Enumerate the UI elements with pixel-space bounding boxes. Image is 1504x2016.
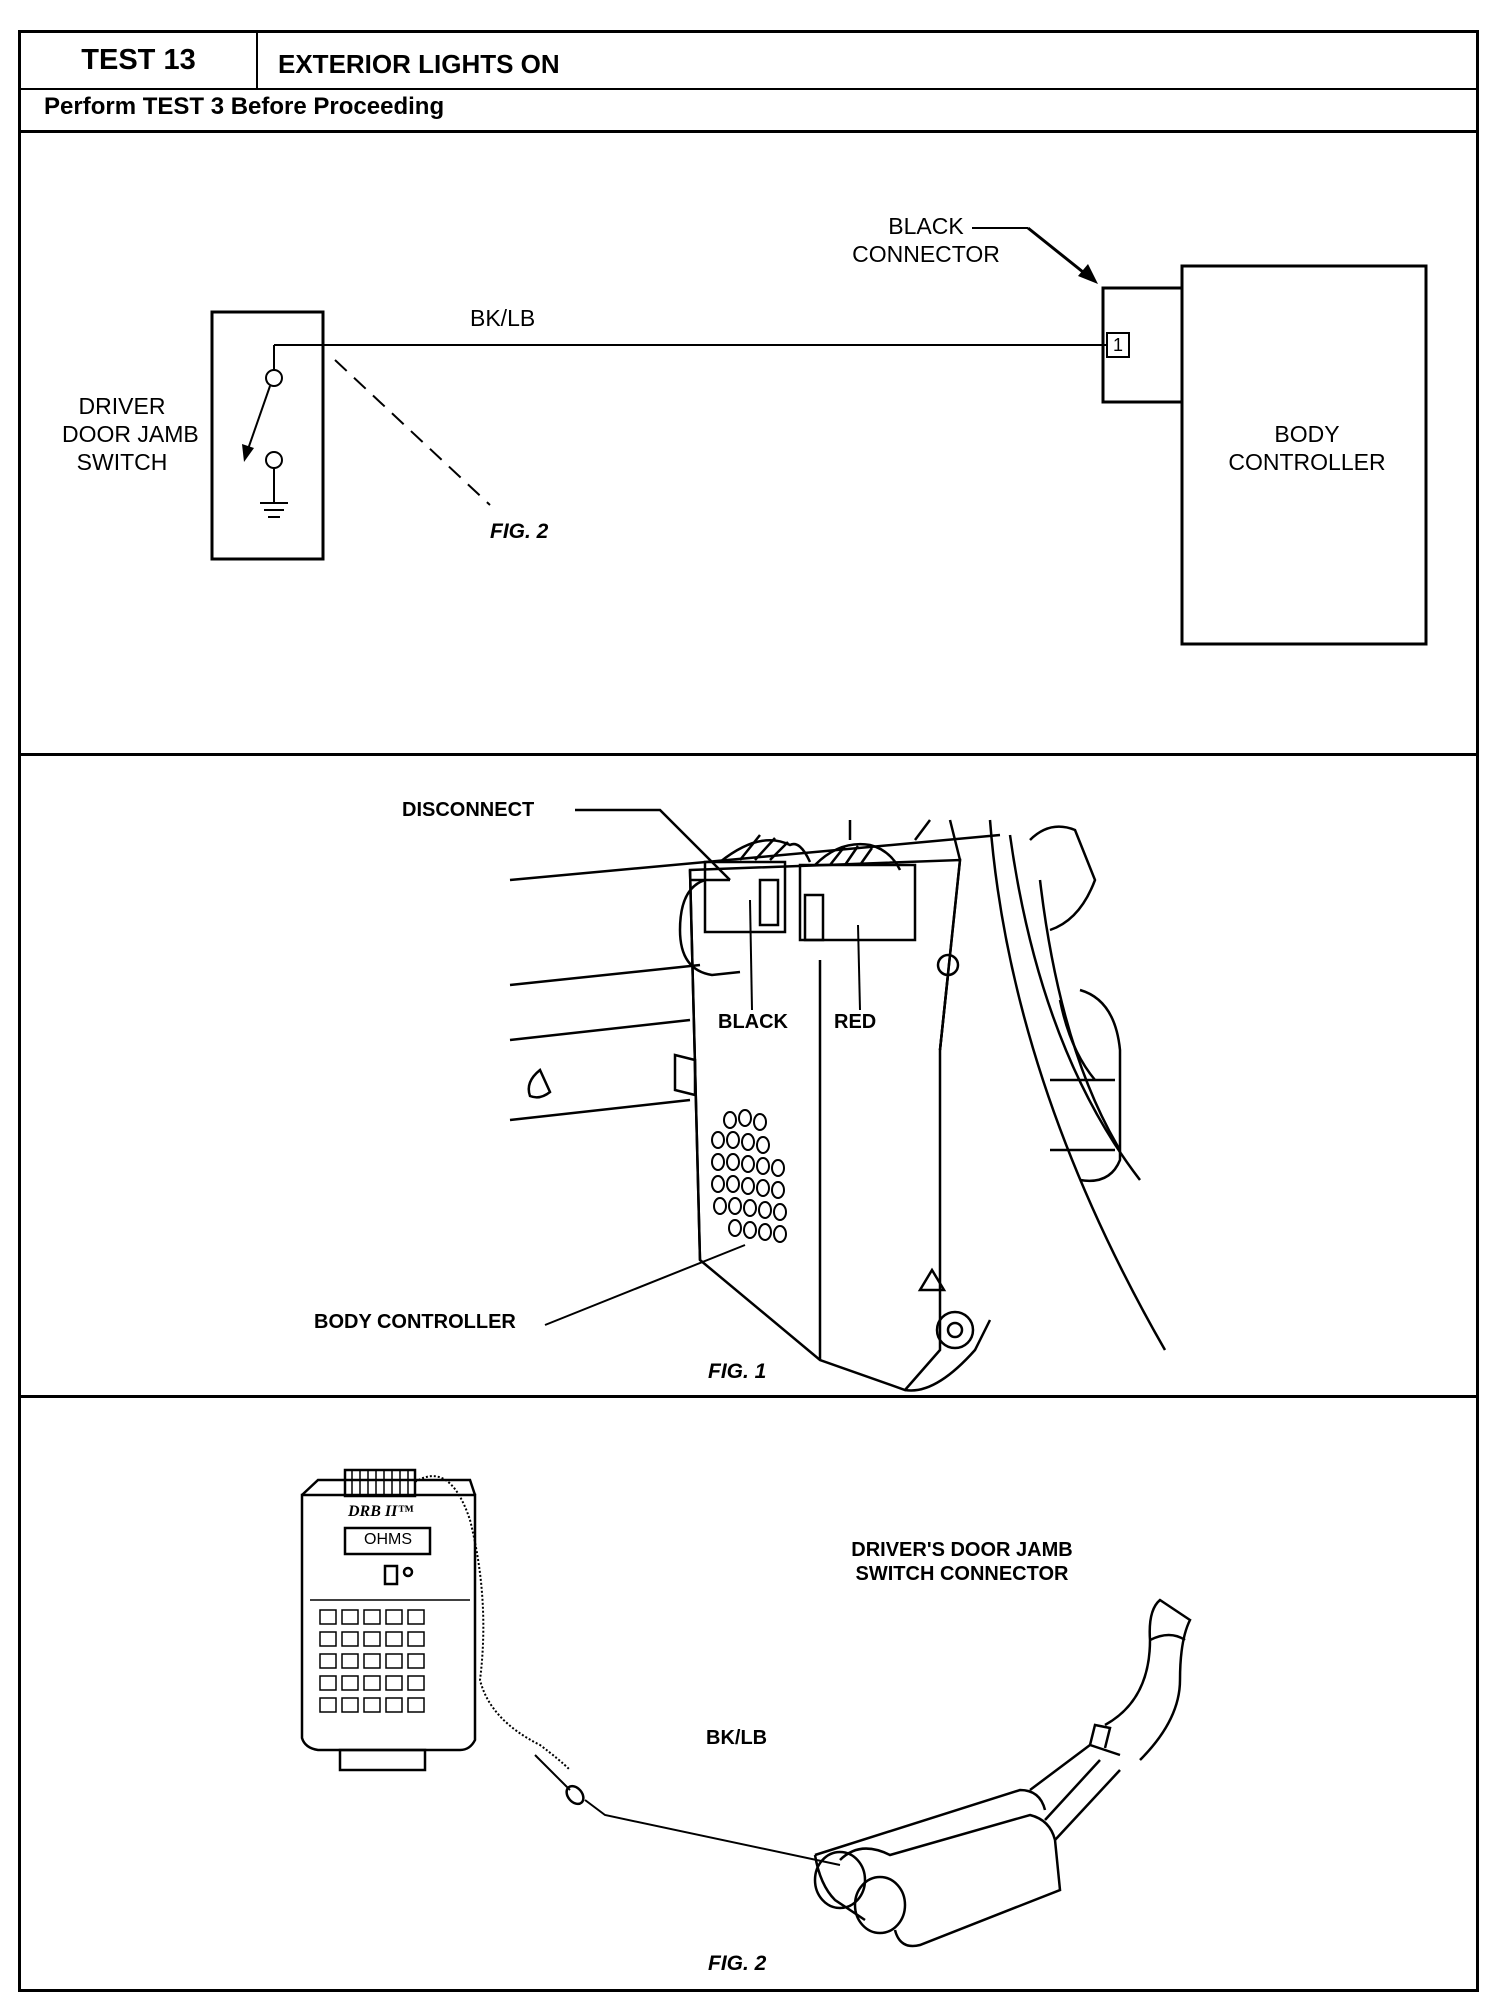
body-controller-box bbox=[1180, 264, 1428, 646]
tester-display: OHMS bbox=[364, 1531, 412, 1548]
tester-brand: DRB II™ bbox=[348, 1503, 414, 1520]
connector-label: BLACK CONNECTOR bbox=[852, 213, 1000, 267]
fig2-caption: FIG. 2 bbox=[708, 1952, 767, 1975]
controller-label: BODY CONTROLLER bbox=[1228, 421, 1386, 475]
prerequisite-note: Perform TEST 3 Before Proceeding bbox=[44, 93, 445, 120]
red-connector-label: RED bbox=[834, 1011, 877, 1033]
fig1-caption: FIG. 1 bbox=[708, 1360, 767, 1383]
section-divider-top bbox=[21, 130, 1476, 133]
switch-connector-label: DRIVER'S DOOR JAMB SWITCH CONNECTOR bbox=[851, 1539, 1073, 1585]
pin-number: 1 bbox=[1106, 332, 1130, 358]
tester-keypad bbox=[319, 1609, 425, 1713]
wire-label-schematic: BK/LB bbox=[470, 305, 536, 331]
section-divider-bottom bbox=[21, 1395, 1476, 1398]
connector-arrow bbox=[1078, 264, 1098, 284]
disconnect-label: DISCONNECT bbox=[402, 799, 535, 821]
fig2-leader bbox=[334, 359, 491, 506]
black-connector-label: BLACK bbox=[718, 1011, 788, 1033]
switch-label: DRIVER DOOR JAMB SWITCH bbox=[62, 393, 199, 475]
door-jamb-switch-box bbox=[210, 310, 325, 561]
vent-holes bbox=[711, 1109, 787, 1243]
wire-label-fig2: BK/LB bbox=[706, 1727, 768, 1749]
body-controller-label: BODY CONTROLLER bbox=[314, 1311, 516, 1333]
header-divider bbox=[21, 88, 1476, 90]
test-title: EXTERIOR LIGHTS ON bbox=[278, 49, 560, 79]
section-divider-middle bbox=[21, 753, 1476, 756]
page-frame bbox=[18, 30, 1479, 1992]
fig2-reference: FIG. 2 bbox=[490, 520, 549, 543]
drb-tester-body bbox=[300, 1493, 477, 1752]
test-number: TEST 13 bbox=[21, 33, 258, 88]
